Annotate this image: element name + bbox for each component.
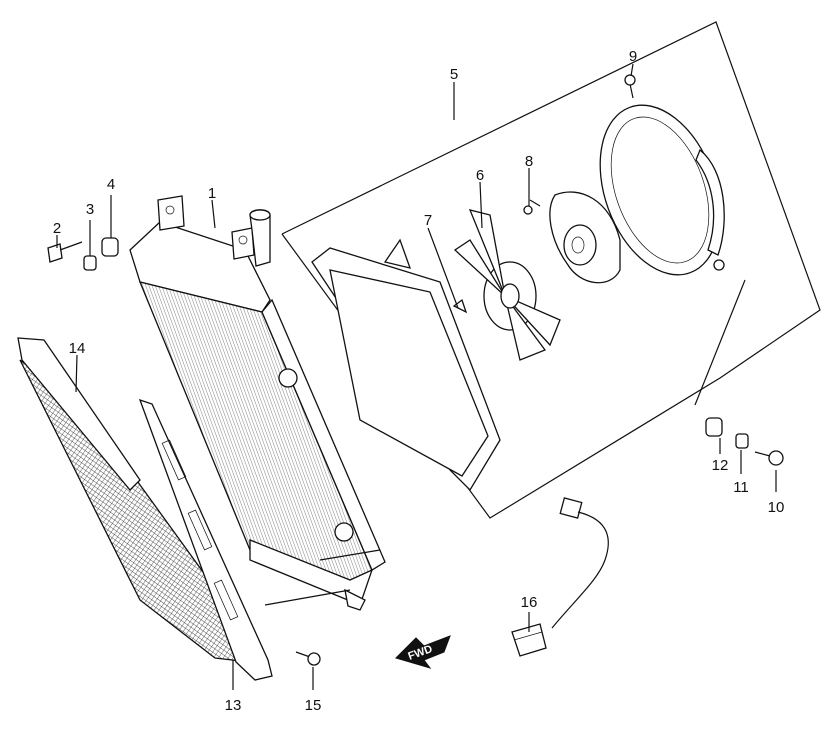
bolt-2 — [47, 241, 83, 263]
grommet-12 — [705, 417, 723, 437]
callout-5: 5 — [450, 66, 458, 83]
screw-15 — [295, 651, 321, 666]
callout-11: 11 — [733, 479, 749, 496]
callout-15: 15 — [305, 697, 322, 714]
radiator — [129, 195, 386, 611]
callout-8: 8 — [525, 153, 533, 170]
screw-9 — [624, 74, 636, 99]
callout-1: 1 — [208, 185, 216, 202]
screw-7 — [452, 298, 468, 314]
thermo-switch — [511, 497, 609, 657]
fan-motor — [549, 191, 621, 284]
radiator-guard — [17, 337, 273, 681]
callout-9: 9 — [629, 48, 637, 65]
callout-14: 14 — [69, 340, 86, 357]
callout-12: 12 — [712, 457, 729, 474]
leader-lines — [56, 63, 777, 690]
callout-4: 4 — [107, 176, 115, 193]
callout-13: 13 — [225, 697, 242, 714]
callout-16: 16 — [521, 594, 538, 611]
callouts: 1 2 3 4 5 6 7 8 9 10 11 12 13 14 15 16 — [53, 48, 785, 714]
reference-lines — [264, 279, 746, 606]
fan-cover — [599, 104, 725, 276]
collar-11 — [735, 433, 749, 449]
callout-2: 2 — [53, 220, 61, 237]
callout-3: 3 — [86, 201, 94, 218]
callout-6: 6 — [476, 167, 484, 184]
bolt-10 — [754, 450, 784, 466]
callout-7: 7 — [424, 212, 432, 229]
collar-3 — [83, 255, 97, 271]
grommet-4 — [101, 237, 119, 257]
fan-shroud — [311, 238, 501, 492]
fwd-arrow: FWD — [395, 635, 451, 669]
callout-10: 10 — [768, 499, 785, 516]
fan-blade — [453, 209, 561, 361]
screw-8 — [523, 199, 541, 215]
